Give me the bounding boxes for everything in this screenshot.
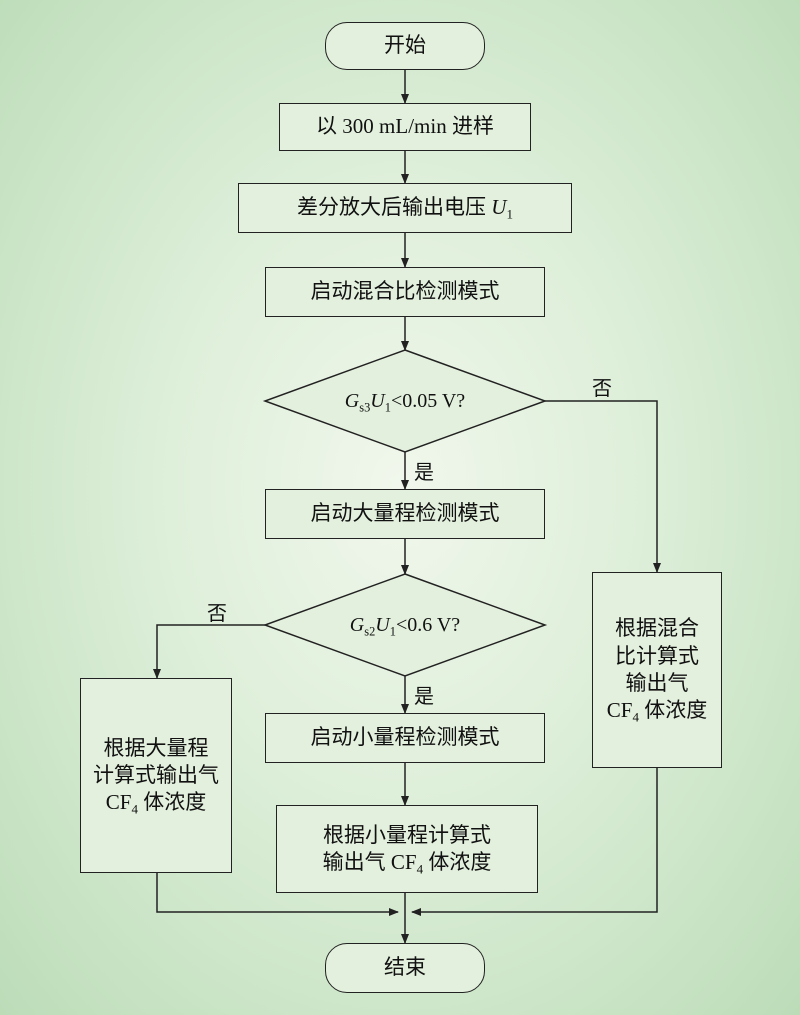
os-line1: 根据小量程计算式 — [322, 822, 491, 847]
output-large-label: 根据大量程 计算式输出气 CF4 体浓度 — [93, 735, 219, 817]
amplify-node: 差分放大后输出电压 U1 — [238, 183, 572, 233]
arrow-decision1-no — [545, 400, 661, 573]
d2-yes-label: 是 — [414, 686, 434, 708]
d2-u: U — [375, 614, 390, 636]
output-mix-node: 根据混合 比计算式 输出气 CF4 体浓度 — [592, 572, 722, 768]
end-node: 结束 — [325, 943, 485, 993]
os-line2a: 输出气 CF — [322, 850, 417, 874]
end-label: 结束 — [384, 955, 426, 980]
d1-yes-label: 是 — [414, 462, 434, 484]
d1-g-sub: s3 — [359, 400, 371, 415]
amplify-sub: 1 — [506, 206, 513, 222]
output-mix-label: 根据混合 比计算式 输出气 CF4 体浓度 — [607, 615, 707, 724]
d2-g-sub: s2 — [364, 624, 376, 639]
ol-line3a: CF — [105, 790, 132, 815]
d1-g: G — [344, 390, 360, 412]
amplify-var: U — [491, 195, 507, 220]
start-label: 开始 — [384, 33, 426, 58]
output-small-label: 根据小量程计算式 输出气 CF4 体浓度 — [323, 822, 492, 877]
small-mode-label: 启动小量程检测模式 — [310, 725, 500, 750]
mix-mode-label: 启动混合比检测模式 — [310, 279, 500, 304]
d2-no-label: 否 — [207, 603, 227, 625]
decision2-text: Gs2U1<0.6 V? — [350, 612, 460, 638]
small-mode-node: 启动小量程检测模式 — [265, 713, 545, 763]
sample-node: 以 300 mL/min 进样 — [279, 103, 531, 151]
ol-line3b: 体浓度 — [137, 790, 207, 815]
om-line4a: CF — [606, 698, 633, 723]
os-line2sub: 4 — [416, 861, 424, 877]
os-line2b: 体浓度 — [423, 850, 492, 874]
arrow-large-merge — [156, 873, 399, 916]
om-line3: 输出气 — [625, 671, 689, 695]
decision1-text: Gs3U1<0.05 V? — [345, 388, 465, 414]
arrow-mix-merge — [411, 768, 658, 916]
ol-line2: 计算式输出气 — [93, 762, 219, 787]
d2-rest: <0.6 V? — [395, 614, 461, 636]
d2-u-sub: 1 — [389, 624, 396, 639]
d2-g: G — [349, 614, 365, 636]
arrow-decision2-no — [153, 624, 265, 679]
d1-no-label: 否 — [592, 378, 612, 400]
decision1-label: Gs3U1<0.05 V? — [295, 380, 515, 422]
d1-u-sub: 1 — [384, 400, 391, 415]
output-large-node: 根据大量程 计算式输出气 CF4 体浓度 — [80, 678, 232, 873]
mix-mode-node: 启动混合比检测模式 — [265, 267, 545, 317]
d1-rest: <0.05 V? — [390, 390, 466, 412]
om-line1: 根据混合 — [614, 616, 699, 641]
ol-line1: 根据大量程 — [103, 735, 209, 760]
start-node: 开始 — [325, 22, 485, 70]
om-line4sub: 4 — [632, 709, 639, 725]
amplify-text: 差分放大后输出电压 — [297, 195, 492, 220]
sample-label: 以 300 mL/min 进样 — [316, 114, 494, 139]
ol-line3sub: 4 — [131, 801, 138, 817]
om-line2: 比计算式 — [614, 643, 699, 668]
large-mode-label: 启动大量程检测模式 — [310, 501, 500, 526]
large-mode-node: 启动大量程检测模式 — [265, 489, 545, 539]
output-small-node: 根据小量程计算式 输出气 CF4 体浓度 — [276, 805, 538, 893]
d1-u: U — [370, 390, 385, 412]
amplify-label: 差分放大后输出电压 U1 — [297, 194, 513, 221]
decision2-label: Gs2U1<0.6 V? — [295, 604, 515, 646]
om-line4b: 体浓度 — [638, 698, 708, 723]
